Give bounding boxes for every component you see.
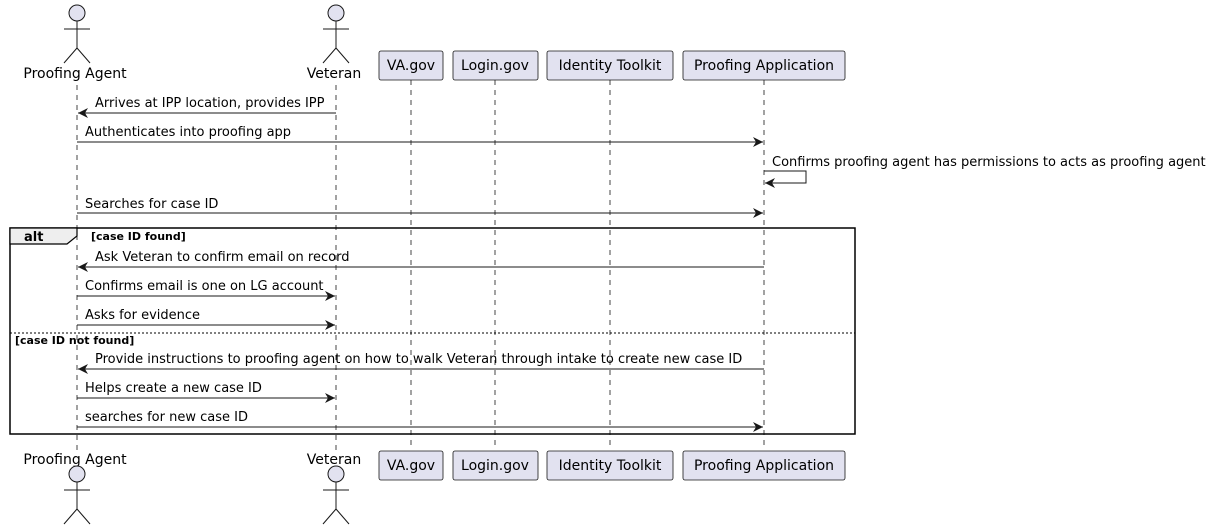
message-label: searches for new case ID [85, 410, 248, 425]
message-provide-instructions: Provide instructions to proofing agent o… [78, 352, 764, 374]
message-self-confirm-permissions: Confirms proofing agent has permissions … [764, 155, 1206, 188]
participant-label: Identity Toolkit [559, 58, 662, 74]
message-confirms-email: Confirms email is one on LG account [77, 279, 335, 301]
participant-label: Identity Toolkit [559, 458, 662, 474]
participants-bottom: Proofing Agent Veteran VA.gov [23, 450, 846, 525]
participant-login-gov-bottom: Login.gov [452, 450, 539, 481]
message-label: Asks for evidence [85, 308, 200, 323]
message-searches-case-id: Searches for case ID [77, 197, 763, 218]
participant-login-gov-top: Login.gov [452, 50, 539, 81]
participant-label: Veteran [307, 452, 361, 468]
alt-fragment: alt [case ID found] [case ID not found] [9, 227, 856, 435]
message-ask-confirm-email: Ask Veteran to confirm email on record [78, 250, 764, 272]
alt-fragment-tab [9, 227, 78, 245]
message-searches-new-case-id: searches for new case ID [77, 410, 763, 432]
participant-proofing-application-top: Proofing Application [682, 50, 846, 81]
alt-fragment-label: alt [24, 230, 43, 245]
participant-label: Proofing Agent [23, 66, 127, 82]
alt-guard-case-id-found: [case ID found] [91, 230, 186, 243]
participant-identity-toolkit-bottom: Identity Toolkit [546, 450, 674, 481]
participant-va-gov-top: VA.gov [378, 50, 444, 81]
actor-icon [322, 4, 350, 64]
participant-proofing-application-bottom: Proofing Application [682, 450, 846, 481]
participant-label: Veteran [307, 66, 361, 82]
message-asks-evidence: Asks for evidence [77, 308, 335, 330]
alt-fragment-frame [9, 227, 856, 435]
participant-label: Proofing Application [694, 458, 834, 474]
participant-identity-toolkit-top: Identity Toolkit [546, 50, 674, 81]
message-authenticates: Authenticates into proofing app [77, 125, 763, 147]
actor-proofing-agent-top: Proofing Agent [23, 4, 127, 82]
actor-icon [322, 465, 350, 525]
participant-label: Login.gov [461, 58, 529, 74]
participant-label: Proofing Application [694, 58, 834, 74]
alt-guard-case-id-not-found: [case ID not found] [15, 334, 134, 347]
actor-icon [63, 465, 91, 525]
participant-va-gov-bottom: VA.gov [378, 450, 444, 481]
actor-veteran-bottom: Veteran [307, 452, 361, 525]
message-label: Authenticates into proofing app [85, 125, 291, 140]
message-helps-create: Helps create a new case ID [77, 381, 335, 403]
message-arrives-at-ipp: Arrives at IPP location, provides IPP [78, 96, 336, 118]
message-label: Provide instructions to proofing agent o… [95, 352, 742, 367]
message-label: Searches for case ID [85, 197, 218, 212]
message-label: Helps create a new case ID [85, 381, 262, 396]
actor-icon [63, 4, 91, 64]
message-label: Arrives at IPP location, provides IPP [95, 96, 325, 111]
message-label: Confirms proofing agent has permissions … [772, 155, 1206, 170]
message-label: Ask Veteran to confirm email on record [95, 250, 349, 265]
actor-veteran-top: Veteran [307, 4, 361, 82]
actor-proofing-agent-bottom: Proofing Agent [23, 452, 127, 525]
participant-label: Login.gov [461, 458, 529, 474]
participant-label: Proofing Agent [23, 452, 127, 468]
participant-label: VA.gov [387, 58, 435, 74]
participant-label: VA.gov [387, 458, 435, 474]
participants-top: Proofing Agent Veteran VA.gov Login.gov … [23, 4, 846, 82]
messages: Arrives at IPP location, provides IPP Au… [77, 96, 1206, 432]
message-label: Confirms email is one on LG account [85, 279, 324, 294]
